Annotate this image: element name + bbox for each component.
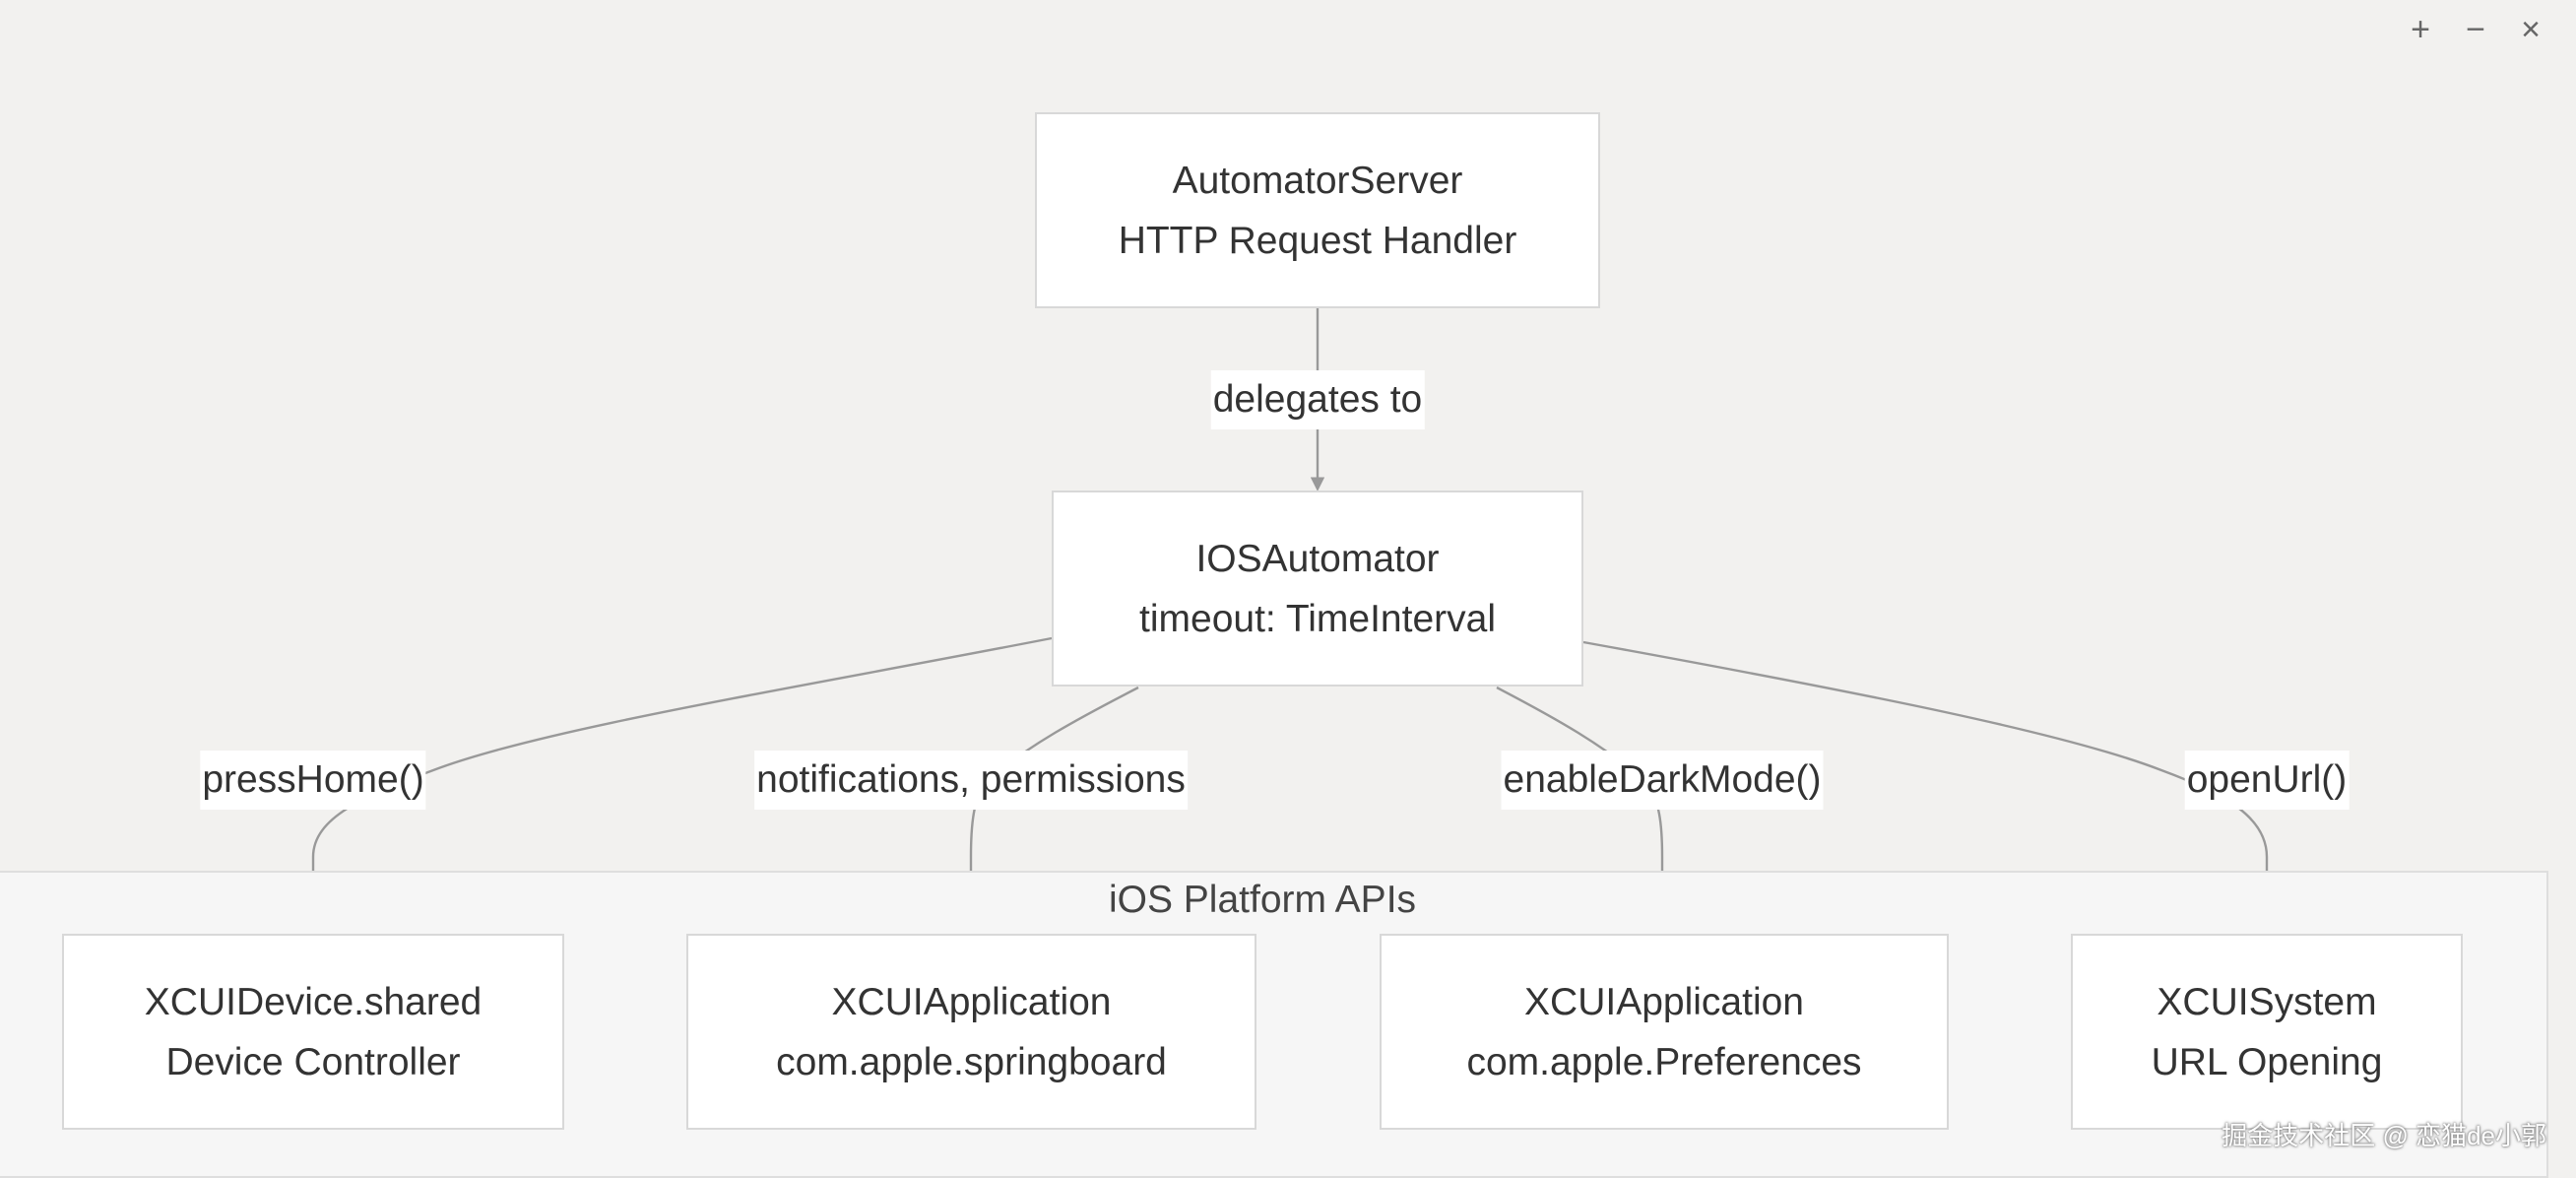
node-subtitle: com.apple.Preferences	[1466, 1040, 1862, 1083]
node-xcui-springboard[interactable]: XCUIApplication com.apple.springboard	[686, 934, 1256, 1130]
edge-label-delegates: delegates to	[1210, 370, 1425, 429]
node-ios-automator[interactable]: IOSAutomator timeout: TimeInterval	[1052, 491, 1583, 687]
node-subtitle: Device Controller	[165, 1040, 461, 1083]
node-title: IOSAutomator	[1195, 537, 1440, 580]
node-automator-server[interactable]: AutomatorServer HTTP Request Handler	[1035, 112, 1600, 308]
node-xcui-device[interactable]: XCUIDevice.shared Device Controller	[62, 934, 564, 1130]
node-subtitle: timeout: TimeInterval	[1139, 597, 1496, 640]
cluster-label: iOS Platform APIs	[1108, 879, 1417, 921]
node-xcui-preferences[interactable]: XCUIApplication com.apple.Preferences	[1380, 934, 1949, 1130]
node-title: XCUIApplication	[831, 980, 1112, 1023]
edge-label-dark-mode: enableDarkMode()	[1501, 751, 1824, 810]
node-title: XCUIApplication	[1524, 980, 1804, 1023]
node-title: XCUISystem	[2157, 980, 2377, 1023]
node-title: XCUIDevice.shared	[144, 980, 483, 1023]
edge-label-press-home: pressHome()	[200, 751, 426, 810]
watermark: 掘金技术社区 @ 恋猫de小郭	[2222, 1121, 2546, 1150]
node-xcui-system[interactable]: XCUISystem URL Opening	[2071, 934, 2463, 1130]
node-subtitle: HTTP Request Handler	[1118, 219, 1517, 262]
node-subtitle: com.apple.springboard	[776, 1040, 1167, 1083]
add-icon[interactable]: +	[2411, 10, 2430, 48]
edge-label-notifications: notifications, permissions	[754, 751, 1188, 810]
minimize-icon[interactable]: −	[2466, 10, 2485, 48]
window-controls: + − ×	[2393, 10, 2558, 49]
node-subtitle: URL Opening	[2151, 1040, 2383, 1083]
edge-press-home	[305, 636, 1053, 935]
edge-open-url	[1582, 640, 2275, 935]
close-icon[interactable]: ×	[2521, 10, 2541, 48]
edge-label-open-url: openUrl()	[2184, 751, 2350, 810]
node-title: AutomatorServer	[1172, 159, 1463, 202]
